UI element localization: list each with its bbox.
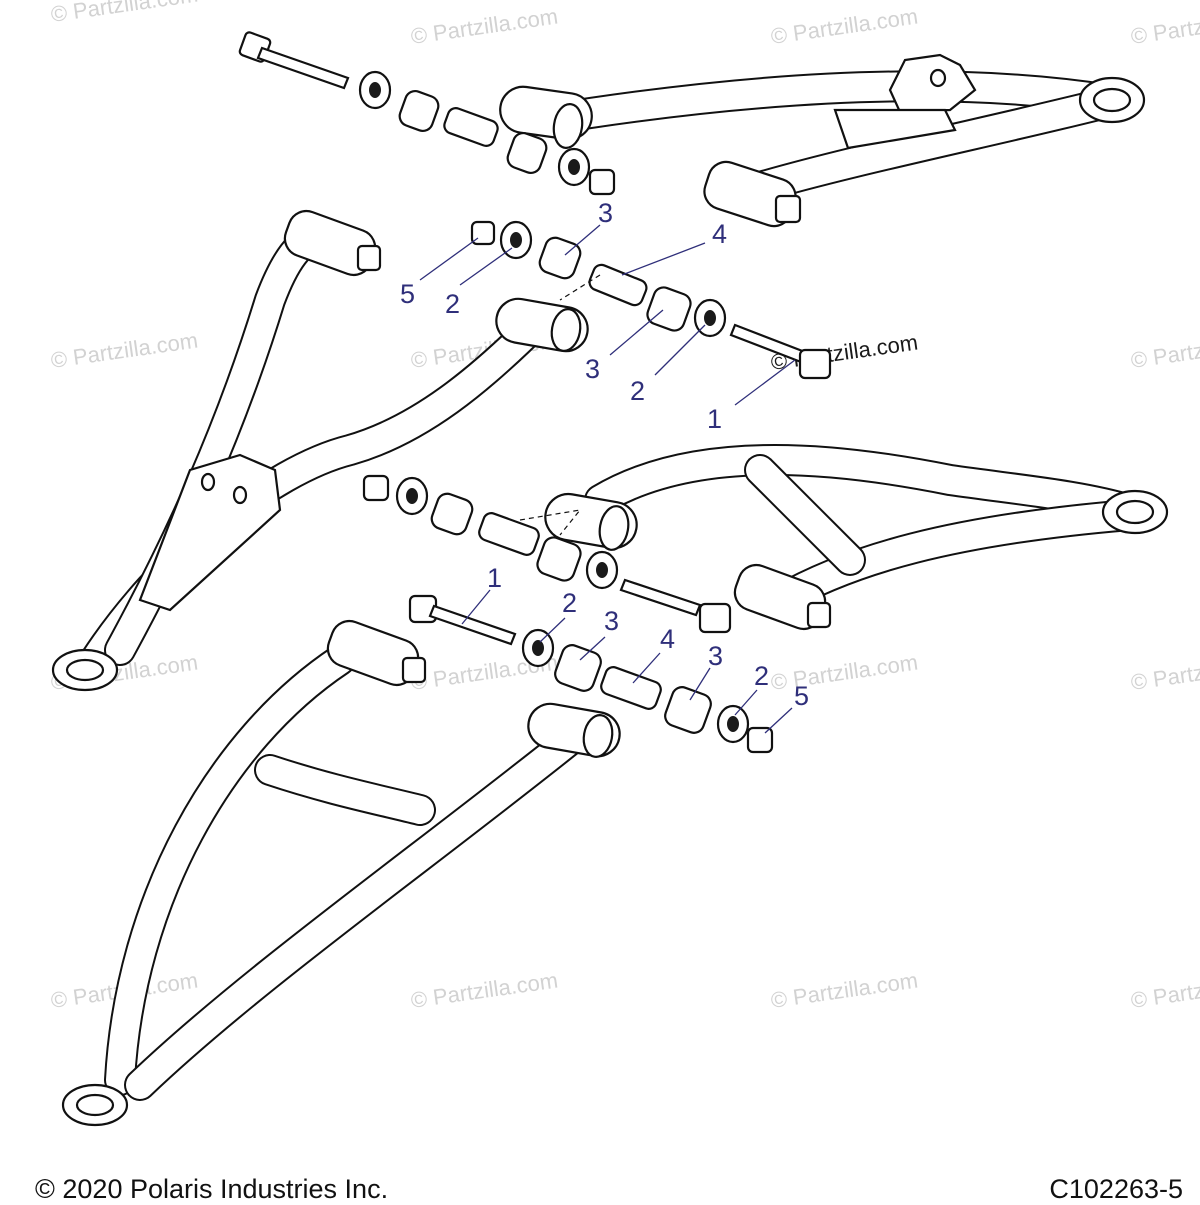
watermark: © Partzilla.com xyxy=(409,968,559,1013)
watermark: © Partzilla.com xyxy=(1129,650,1200,695)
watermark: © Partzilla.com xyxy=(769,650,919,695)
callout-3: 3 xyxy=(708,641,723,671)
lower-callouts: 1 2 3 4 3 2 5 xyxy=(461,563,809,734)
watermark: © Partzilla.com xyxy=(49,0,199,27)
diagram-code: C102263-5 xyxy=(1049,1174,1183,1204)
watermark: © Partzilla.com xyxy=(1129,4,1200,49)
lower-left-a-arm xyxy=(61,619,621,1127)
callout-4: 4 xyxy=(712,219,727,249)
watermark: © Partzilla.com xyxy=(1129,328,1200,373)
callout-1: 1 xyxy=(487,563,502,593)
callout-2: 2 xyxy=(754,661,769,691)
callout-3: 3 xyxy=(585,354,600,384)
callout-2: 2 xyxy=(562,588,577,618)
middle-hardware-stack xyxy=(362,474,732,634)
watermark: © Partzilla.com xyxy=(409,4,559,49)
top-hardware-stack xyxy=(238,31,616,196)
upper-callouts: 5 2 3 4 3 2 1 xyxy=(400,198,796,434)
callout-3: 3 xyxy=(598,198,613,228)
watermark: © Partzilla.com xyxy=(49,328,199,373)
upper-callout-hardware xyxy=(470,220,832,380)
callout-4: 4 xyxy=(660,624,675,654)
watermark: © Partzilla.com xyxy=(1129,968,1200,1013)
copyright-text: © 2020 Polaris Industries Inc. xyxy=(35,1174,389,1204)
watermark: © Partzilla.com xyxy=(769,4,919,49)
upper-right-a-arm xyxy=(499,53,1146,228)
callout-5: 5 xyxy=(794,681,809,711)
callout-3: 3 xyxy=(604,606,619,636)
callout-5: 5 xyxy=(400,279,415,309)
callout-1: 1 xyxy=(707,404,722,434)
middle-right-a-arm xyxy=(544,444,1169,631)
callout-2: 2 xyxy=(630,376,645,406)
watermark: © Partzilla.com xyxy=(769,968,919,1013)
middle-left-a-arm xyxy=(51,209,589,692)
lower-callout-hardware xyxy=(408,594,774,754)
callout-2: 2 xyxy=(445,289,460,319)
